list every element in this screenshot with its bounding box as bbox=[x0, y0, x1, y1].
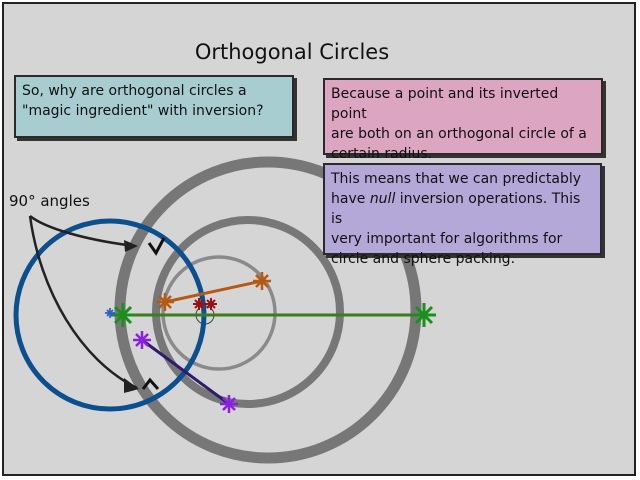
right-angle-mark-top bbox=[147, 237, 166, 256]
small-blue-point bbox=[105, 308, 115, 318]
green-point-left bbox=[111, 303, 135, 327]
green-point-right bbox=[412, 303, 436, 327]
meaning-line-2-pre: have bbox=[331, 191, 370, 207]
red-center-point-left bbox=[193, 298, 205, 310]
purple-point-outer bbox=[220, 395, 238, 413]
angle-pointer-upper-arrowhead bbox=[124, 240, 138, 252]
orange-segment bbox=[164, 279, 263, 304]
angle-pointer-lower-arrowhead bbox=[124, 378, 139, 393]
purple-point-inner bbox=[133, 331, 151, 349]
question-box: So, why are orthogonal circles a "magic … bbox=[14, 75, 294, 138]
outer-circle-medium bbox=[152, 216, 344, 408]
answer-line-2: are both on an orthogonal circle of a bbox=[331, 126, 587, 142]
angle-pointer-upper-arrow bbox=[29, 215, 136, 248]
meaning-line-3: very important for algorithms for bbox=[331, 231, 563, 247]
question-line-1: So, why are orthogonal circles a bbox=[22, 83, 247, 99]
meaning-null-word: null bbox=[369, 191, 396, 207]
right-angle-mark-bottom bbox=[141, 377, 160, 390]
meaning-line-2-post: inversion operations. This is bbox=[331, 191, 581, 227]
meaning-line-2: have null inversion operations. This is bbox=[331, 189, 594, 229]
angles-label: 90° angles bbox=[9, 192, 90, 210]
meaning-line-1: This means that we can predictably bbox=[331, 171, 582, 187]
answer-box: Because a point and its inverted point a… bbox=[323, 78, 603, 162]
answer-line-3: certain radius. bbox=[331, 146, 433, 162]
slide-title: Orthogonal Circles bbox=[194, 40, 390, 64]
inner-circle bbox=[161, 255, 277, 371]
orange-point-inner bbox=[156, 293, 174, 311]
question-line-2: "magic ingredient" with inversion? bbox=[22, 103, 264, 119]
red-center-point-right bbox=[205, 298, 217, 310]
meaning-box: This means that we can predictably have … bbox=[323, 163, 602, 267]
purple-segment bbox=[141, 338, 230, 406]
answer-line-1: Because a point and its inverted point bbox=[331, 86, 559, 122]
orange-point-outer bbox=[253, 272, 271, 290]
angle-pointer-lower-arrow bbox=[28, 215, 138, 390]
meaning-line-4: circle and sphere packing. bbox=[331, 251, 516, 267]
